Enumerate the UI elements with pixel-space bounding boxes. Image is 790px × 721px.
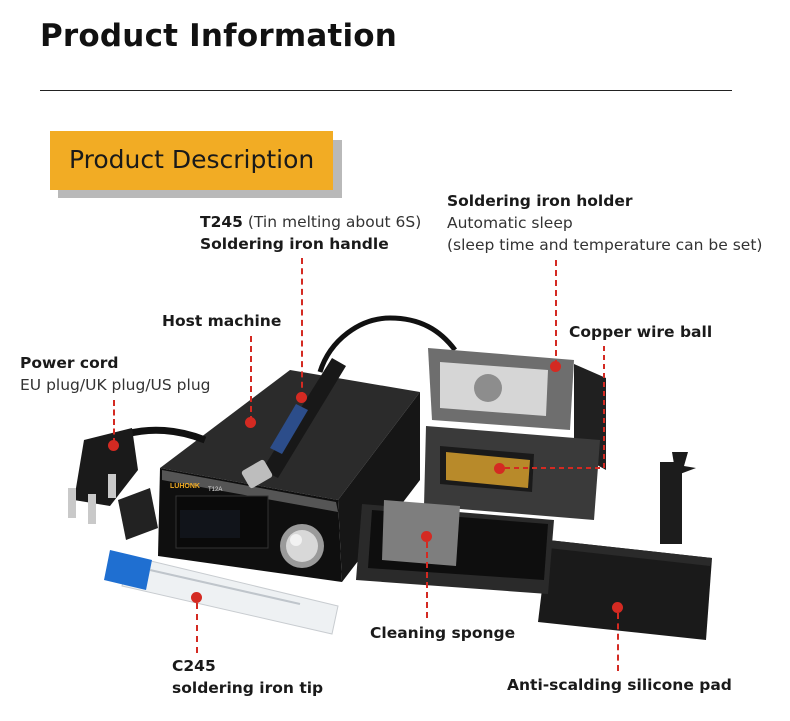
tip-marker (191, 592, 202, 603)
pad-label: Anti-scalding silicone pad (507, 676, 732, 694)
tip-model: C245 (172, 657, 216, 675)
holder-leader (555, 260, 557, 366)
soldering-tip-tube (104, 550, 339, 635)
section-title: Product Description (69, 145, 315, 174)
copper-marker (494, 463, 505, 474)
power-plugs: EU plug/UK plug/US plug (20, 376, 211, 394)
handle-callout: T245 (Tin melting about 6S) (200, 212, 421, 233)
tip-leader (196, 603, 198, 653)
sponge-leader (426, 542, 428, 618)
host-leader (250, 336, 252, 422)
power-title: Power cord (20, 354, 119, 372)
iron-holder (356, 348, 606, 594)
holder-title: Soldering iron holder (447, 192, 633, 210)
tip-name: soldering iron tip (172, 679, 324, 697)
copper-label: Copper wire ball (569, 323, 713, 341)
pad-marker (612, 602, 623, 613)
holder-marker (550, 361, 561, 372)
pad-leader (617, 613, 619, 671)
device-brand: LUHONK (170, 483, 200, 490)
page-title: Product Information (40, 18, 398, 54)
power-marker (108, 440, 119, 451)
silicone-pad (538, 452, 712, 640)
power-leader (113, 400, 115, 444)
sponge-label: Cleaning sponge (370, 624, 516, 642)
holder-line2: (sleep time and temperature can be set) (447, 236, 763, 254)
copper-leader (504, 346, 605, 469)
handle-marker (296, 392, 307, 403)
device-model: T12A (208, 487, 222, 493)
sponge-marker (421, 531, 432, 542)
host-marker (245, 417, 256, 428)
soldering-handle (241, 315, 457, 489)
section-banner: Product Description (50, 131, 333, 190)
holder-line1: Automatic sleep (447, 214, 573, 232)
handle-model: T245 (200, 213, 243, 231)
host-label: Host machine (162, 312, 282, 330)
title-divider (40, 90, 732, 91)
handle-name: Soldering iron handle (200, 235, 389, 253)
power-cord (68, 426, 207, 540)
handle-note: (Tin melting about 6S) (247, 213, 422, 231)
handle-leader (301, 258, 303, 398)
